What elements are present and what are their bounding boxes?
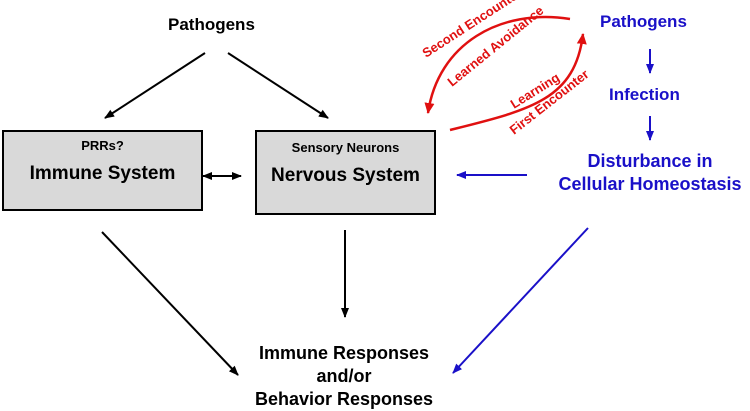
disturbance-line-1: Disturbance in [587,151,713,171]
arrow-immune-to-responses [101,231,239,376]
nervous-box-subtitle: Sensory Neurons [291,140,400,155]
responses-line-2: and/or [316,366,372,386]
responses-line-1: Immune Responses [258,343,430,363]
nervous-box-title: Nervous System [271,165,420,186]
nervous-system-box: Sensory Neurons Nervous System [255,130,436,215]
infection-label: Infection [609,85,680,104]
arrow-learned-avoidance [424,15,571,114]
responses-line-3: Behavior Responses [254,389,434,409]
arrow-pathogens-to-immune [104,52,206,119]
responses-block: Immune Responses and/or Behavior Respons… [220,342,468,411]
arrow-pathogens-to-nervous [227,52,329,119]
disturbance-line-2: Cellular Homeostasis [558,174,742,194]
arrow-disturbance-to-responses [452,227,589,374]
pathogens-top-label: Pathogens [168,15,255,34]
immune-system-box: PRRs? Immune System [2,130,203,211]
pathogens-right-label: Pathogens [600,12,687,31]
disturbance-block: Disturbance in Cellular Homeostasis [525,150,750,196]
immune-box-subtitle: PRRs? [81,138,124,153]
immune-box-title: Immune System [29,163,176,184]
arrow-first-encounter [449,33,587,132]
